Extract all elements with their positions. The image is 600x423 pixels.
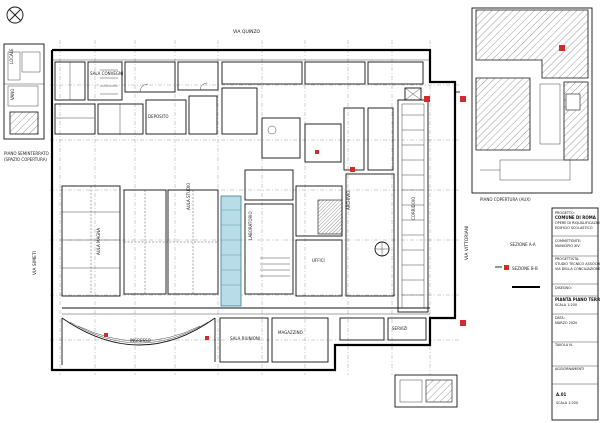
title-block-frame (551, 207, 599, 421)
title-block-row: AGGIORNAMENTI (555, 367, 584, 371)
room-labels: SALA CONVEGNI AULA MAGNA DEPOSITO AULA STUD… (90, 71, 416, 343)
inset-left-subtitle: (SPAZIO COPERTURA) (4, 157, 47, 162)
room-label: AULA STUDIO (186, 183, 191, 210)
room-label: LABORATORIO (248, 211, 253, 240)
street-label-west: VIA SIMETI (32, 251, 38, 275)
building-outline (50, 48, 460, 372)
title-block-row: PROGETTO: (555, 211, 575, 215)
scale-bar (512, 286, 540, 288)
highlighted-corridor (220, 195, 242, 307)
inset-left-title: PIANO SEMINTERRATO (4, 151, 49, 156)
street-label-east: VIA VITTORIANI (464, 225, 470, 260)
room-label: ARCHIVIO (346, 191, 351, 210)
sheet-code: A.01 (556, 392, 566, 397)
scale-note: SCALA 1:200 (556, 401, 578, 405)
title-block-row: OPERE DI RIQUALIFICAZIONE (555, 221, 600, 225)
title-block-row: COMMITTENTE: (555, 239, 581, 243)
structural-grid (50, 40, 460, 375)
north-arrow-icon (6, 6, 24, 24)
title-block-row: VIA DELLA CONCILIAZIONE 10 (555, 267, 600, 271)
section-mark-icon (495, 265, 509, 270)
room-label: MAGAZZINO (278, 330, 303, 335)
north-rooms (54, 61, 424, 101)
title-block-row: MARZO 2020 (555, 321, 577, 325)
title-block-row: MUNICIPIO XIV (555, 244, 580, 248)
lower-annex (394, 374, 458, 408)
room-label: SERVIZI (392, 326, 407, 331)
title-block-row: COMUNE DI ROMA (555, 215, 597, 220)
svg-text:VANO: VANO (10, 89, 15, 100)
title-block-row: DISEGNO: (555, 286, 572, 290)
title-block-row: SCALA 1:200 (555, 303, 577, 307)
inset-right-title: PIANO COPERTURA (AUX) (480, 197, 531, 202)
west-hall (61, 185, 219, 297)
room-label: DEPOSITO (148, 114, 168, 119)
title-block-row: EDIFICIO SCOLASTICO (555, 226, 593, 230)
room-label: CORRIDOIO (411, 197, 416, 220)
room-label: SALA CONVEGNI (90, 71, 123, 76)
central-rooms (244, 169, 395, 297)
svg-text:LOCALE: LOCALE (9, 48, 14, 64)
title-block-row: TAVOLA N. (554, 343, 573, 347)
highlighted-corridor-steps (221, 209, 241, 286)
section-mark-a: SEZIONE A-A (510, 242, 536, 247)
room-label: AULA MAGNA (96, 228, 101, 255)
room-label: SALA RIUNIONI (230, 336, 260, 341)
south-curved-wing (61, 307, 430, 365)
inset-right-plan (471, 7, 593, 194)
middle-band-rooms (54, 87, 394, 171)
title-block-row: PROGETTISTA: (555, 257, 579, 261)
section-mark-b: SEZIONE B-B (512, 266, 538, 271)
title-block-row: PIANTA PIANO TERRA (555, 297, 600, 302)
street-label-north: VIA QUINZO (233, 29, 261, 35)
inset-left-plan: LOCALE VANO (3, 43, 45, 140)
title-block-row: STUDIO TECNICO ASSOCIATO (555, 262, 600, 266)
room-label: INGRESSO (130, 338, 151, 343)
title-block-row: DATA: (555, 316, 565, 320)
room-label: UFFICI (312, 258, 325, 263)
